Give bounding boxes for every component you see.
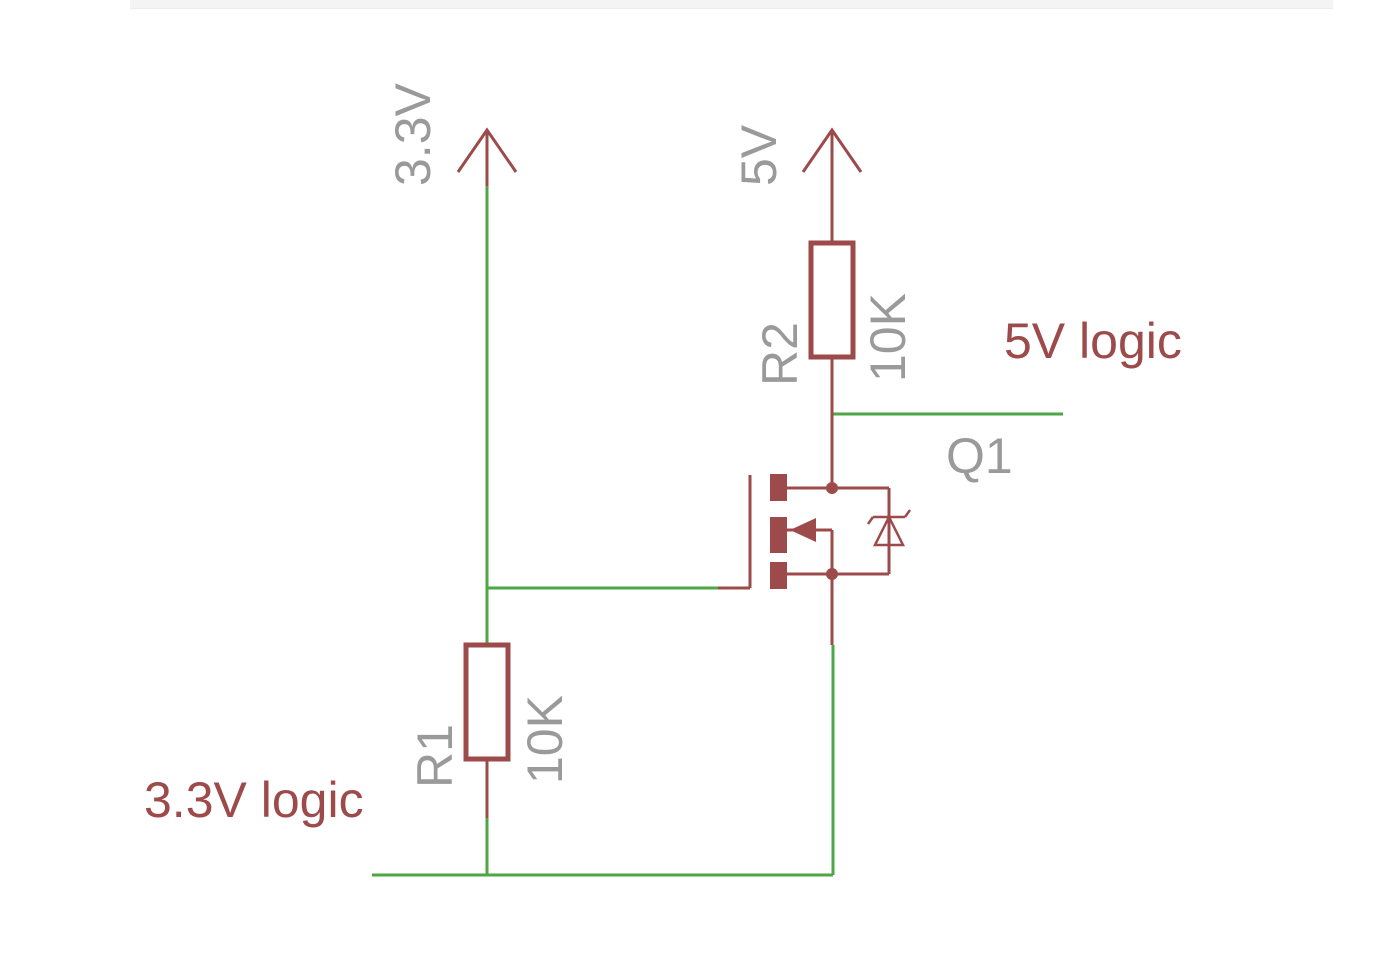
- high-side-logic-label: 5V logic: [1004, 313, 1182, 369]
- resistor-r2: [808, 240, 856, 414]
- r2-value-label: 10K: [860, 293, 916, 382]
- supply-3v3-label: 3.3V: [385, 82, 441, 186]
- r1-name-label: R1: [407, 724, 463, 788]
- q1-name-label: Q1: [946, 428, 1013, 484]
- supply-5v-symbol: [801, 127, 863, 242]
- supply-3v3-symbol: [456, 127, 518, 186]
- resistor-r1: [463, 642, 511, 818]
- low-side-logic-label: 3.3V logic: [144, 772, 364, 828]
- mosfet-q1: [718, 414, 912, 645]
- r2-name-label: R2: [752, 322, 808, 386]
- wires: [372, 185, 1063, 877]
- r1-value-label: 10K: [517, 695, 573, 784]
- top-strip: [130, 0, 1333, 9]
- supply-5v-label: 5V: [731, 124, 787, 186]
